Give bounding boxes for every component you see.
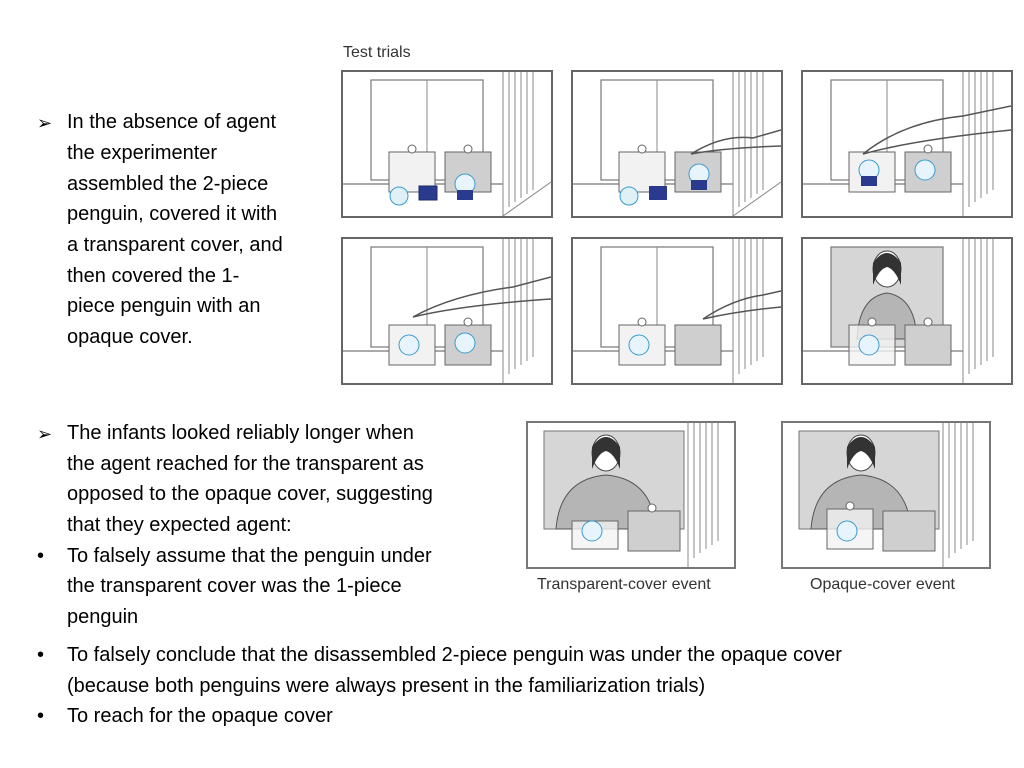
text-line: penguin — [67, 606, 139, 628]
text-line: The infants looked reliably longer when — [67, 422, 414, 444]
test-trial-panel-1 — [341, 70, 553, 218]
text-line: that they expected agent: — [67, 514, 292, 536]
dot-bullet-icon: • — [37, 545, 45, 567]
text-line: the transparent cover was the 1-piece — [67, 575, 402, 597]
scene-illustration — [543, 423, 719, 567]
text-line: a transparent cover, and — [67, 234, 283, 256]
scene-illustration — [573, 239, 781, 383]
text-line: opaque cover. — [67, 326, 193, 348]
figure-caption-test-trials: Test trials — [343, 44, 411, 61]
text-line: In the absence of agent — [67, 111, 277, 133]
opaque-cover-event-panel — [781, 421, 991, 569]
caption-opaque-cover-event: Opaque-cover event — [810, 576, 955, 593]
text-line: the agent reached for the transparent as — [67, 453, 424, 475]
scene-illustration — [343, 72, 551, 216]
transparent-cover-event-panel — [526, 421, 736, 569]
scene-illustration — [803, 72, 1011, 216]
test-trial-panel-4 — [341, 237, 553, 385]
text-line: the experimenter — [67, 142, 218, 164]
scene-illustration — [803, 239, 994, 383]
text-line: opposed to the opaque cover, suggesting — [67, 483, 433, 505]
dot-bullet-icon: • — [37, 705, 45, 727]
arrow-bullet-icon: ➢ — [37, 424, 53, 444]
text-line: then covered the 1- — [67, 265, 240, 287]
test-trial-panel-6 — [801, 237, 1013, 385]
text-line: To falsely conclude that the disassemble… — [67, 644, 842, 666]
scene-illustration — [573, 72, 781, 216]
text-line: penguin, covered it with — [67, 203, 278, 225]
text-line: assembled the 2-piece — [67, 173, 269, 195]
caption-transparent-cover-event: Transparent-cover event — [537, 576, 711, 593]
arrow-bullet-icon: ➢ — [37, 113, 53, 133]
test-trial-panel-2 — [571, 70, 783, 218]
text-line: To reach for the opaque cover — [67, 705, 333, 727]
text-line: piece penguin with an — [67, 295, 261, 317]
test-trial-panel-3 — [801, 70, 1013, 218]
test-trial-panel-5 — [571, 237, 783, 385]
scene-illustration — [798, 423, 974, 567]
scene-illustration — [343, 239, 551, 383]
text-line: To falsely assume that the penguin under — [67, 545, 432, 567]
text-line: (because both penguins were always prese… — [67, 675, 706, 697]
dot-bullet-icon: • — [37, 644, 45, 666]
